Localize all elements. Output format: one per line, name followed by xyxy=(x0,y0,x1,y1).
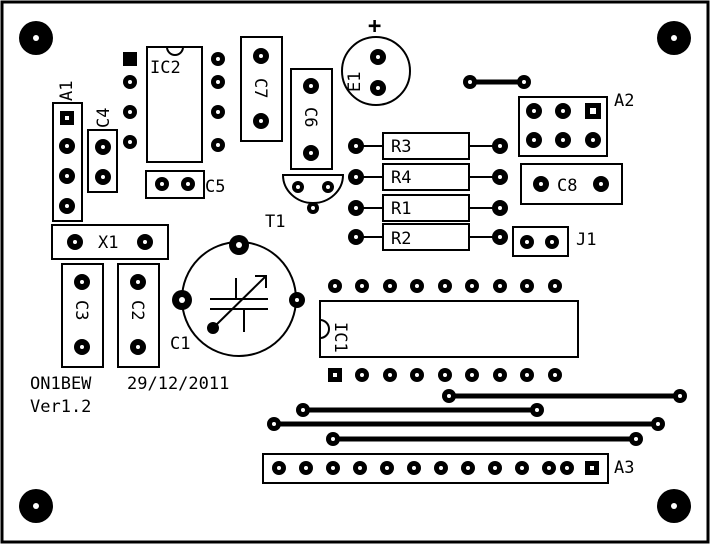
c3-footprint: C3 xyxy=(61,263,104,368)
ic1-bottom-pins xyxy=(328,368,562,382)
x1-label: X1 xyxy=(98,233,118,253)
c5-footprint: C5 xyxy=(145,170,225,199)
r1-label: R1 xyxy=(391,199,411,219)
c5-label: C5 xyxy=(205,177,225,197)
resistor-r4: R4 xyxy=(348,163,508,191)
c7-footprint: C7 xyxy=(240,36,283,142)
wire-jumper-top xyxy=(463,75,531,89)
t1-label: T1 xyxy=(265,212,285,232)
resistor-r3: R3 xyxy=(348,132,508,160)
resistor-r1: R1 xyxy=(348,194,508,222)
ic2-footprint: IC2 xyxy=(123,46,225,163)
e1-polarity-mark: + xyxy=(368,14,381,39)
ic1-top-pins xyxy=(328,279,562,293)
a2-header: A2 xyxy=(518,91,634,157)
c1-label: C1 xyxy=(170,334,190,354)
e1-capacitor: + E1 xyxy=(341,14,411,106)
ic1-footprint: IC1 xyxy=(319,279,579,382)
wire-jumpers-bottom xyxy=(267,389,687,446)
a3-header: A3 xyxy=(262,453,634,484)
author-text: ON1BEW xyxy=(30,374,92,394)
a1-label: A1 xyxy=(57,81,77,101)
r3-label: R3 xyxy=(391,137,411,157)
a3-label: A3 xyxy=(614,458,634,478)
r4-label: R4 xyxy=(391,168,411,188)
c6-footprint: C6 xyxy=(290,68,333,170)
c2-footprint: C2 xyxy=(117,263,160,368)
resistor-r2: R2 xyxy=(348,223,508,251)
c6-label: C6 xyxy=(300,107,320,127)
date-text: 29/12/2011 xyxy=(127,374,229,394)
x1-crystal: X1 xyxy=(51,224,169,260)
ic2-label: IC2 xyxy=(150,58,181,78)
a1-header: A1 xyxy=(52,81,83,222)
c7-label: C7 xyxy=(250,78,270,98)
r2-label: R2 xyxy=(391,229,411,249)
t1-transistor: T1 xyxy=(265,174,345,232)
e1-label: E1 xyxy=(345,72,365,92)
ic1-label: IC1 xyxy=(330,322,350,353)
c1-trimmer-capacitor: C1 xyxy=(170,235,305,357)
c2-label: C2 xyxy=(127,300,147,320)
c3-label: C3 xyxy=(71,300,91,320)
c8-label: C8 xyxy=(557,176,577,196)
j1-jumper: J1 xyxy=(512,226,596,257)
c4-label: C4 xyxy=(94,108,114,128)
j1-label: J1 xyxy=(576,230,596,250)
c8-footprint: C8 xyxy=(520,163,623,205)
version-text: Ver1.2 xyxy=(30,397,91,417)
a2-label: A2 xyxy=(614,91,634,111)
mounting-holes xyxy=(19,21,691,523)
c4-footprint: C4 xyxy=(87,108,118,193)
